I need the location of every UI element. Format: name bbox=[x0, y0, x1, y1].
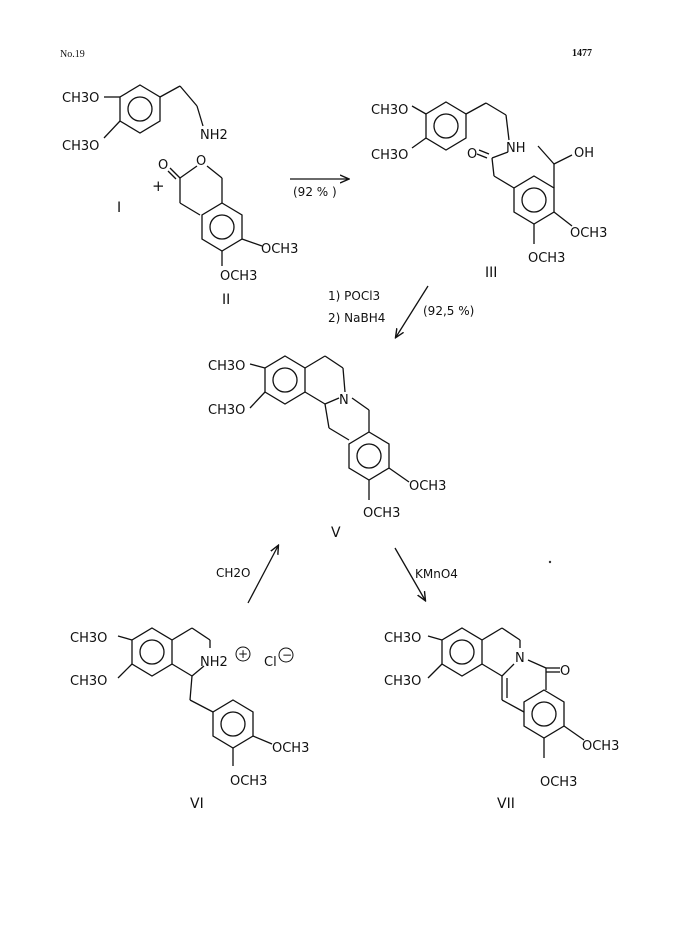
page-number: 1477 bbox=[572, 48, 592, 59]
compound-VII-group-5: OCH3 bbox=[582, 739, 619, 754]
compound-I-group-3: NH2 bbox=[200, 128, 228, 143]
step1-yield: (92 % ) bbox=[293, 185, 337, 199]
compound-VI-group-6: − bbox=[282, 648, 292, 662]
compound-VI-charge-minus-circle bbox=[278, 647, 294, 663]
compound-II-plus: + bbox=[152, 177, 165, 195]
compound-V-group-3: N bbox=[339, 393, 349, 408]
compound-V-group-1: CH3O bbox=[208, 359, 245, 374]
compound-VI-group-8: OCH3 bbox=[230, 774, 267, 789]
compound-VII-group-3: N bbox=[515, 651, 525, 666]
compound-I-group-1: CH3O bbox=[62, 91, 99, 106]
compound-III-group-5: OH bbox=[574, 146, 594, 161]
compound-III-roman: III bbox=[485, 265, 497, 281]
compound-II-group-1: O bbox=[158, 158, 168, 173]
compound-V-group-4: OCH3 bbox=[409, 479, 446, 494]
compound-III-group-3: O bbox=[467, 147, 477, 162]
compound-VII-group-4: O bbox=[560, 664, 570, 679]
compound-V-group-5: OCH3 bbox=[363, 506, 400, 521]
compound-I-roman: I bbox=[117, 200, 121, 216]
compound-VI-group-1: CH3O bbox=[70, 631, 107, 646]
compound-VII-group-1: CH3O bbox=[384, 631, 421, 646]
step2-yield: (92,5 %) bbox=[423, 304, 474, 318]
compound-VI bbox=[117, 627, 273, 766]
compound-VI-group-4: + bbox=[238, 647, 248, 661]
compound-VI-roman: VI bbox=[190, 796, 204, 812]
compound-V-group-2: CH3O bbox=[208, 403, 245, 418]
compound-V bbox=[249, 355, 410, 500]
compound-III-group-1: CH3O bbox=[371, 103, 408, 118]
compound-II-roman: II bbox=[222, 292, 230, 308]
print-speck bbox=[548, 560, 552, 564]
arrow-step3 bbox=[247, 546, 278, 604]
compound-VI-group-2: CH3O bbox=[70, 674, 107, 689]
compound-VII bbox=[427, 627, 585, 758]
compound-I-group-2: CH3O bbox=[62, 139, 99, 154]
step2-reagent-2: 2) NaBH4 bbox=[328, 311, 385, 325]
compound-VI-group-3: NH2 bbox=[200, 655, 228, 670]
compound-II bbox=[167, 165, 263, 266]
compound-II-group-4: OCH3 bbox=[220, 269, 257, 284]
journal-issue: No.19 bbox=[60, 49, 85, 60]
step2-reagent-1: 1) POCl3 bbox=[328, 289, 380, 303]
compound-I bbox=[103, 84, 204, 139]
compound-III-group-4: NH bbox=[506, 141, 526, 156]
step4-reagent: KMnO4 bbox=[415, 567, 458, 581]
compound-III-group-7: OCH3 bbox=[528, 251, 565, 266]
arrow-step4 bbox=[394, 547, 425, 600]
compound-V-roman: V bbox=[331, 525, 341, 541]
step3-reagent: CH2O bbox=[216, 566, 250, 580]
compound-VII-group-6: OCH3 bbox=[540, 775, 577, 790]
compound-III-group-6: OCH3 bbox=[570, 226, 607, 241]
arrow-step2 bbox=[396, 285, 429, 337]
compound-III-group-2: CH3O bbox=[371, 148, 408, 163]
compound-II-group-3: OCH3 bbox=[261, 242, 298, 257]
compound-VII-group-2: CH3O bbox=[384, 674, 421, 689]
compound-VI-charge-plus-circle bbox=[235, 646, 251, 662]
compound-III bbox=[411, 101, 573, 244]
compound-VI-group-5: Cl bbox=[264, 655, 277, 670]
compound-VI-group-7: OCH3 bbox=[272, 741, 309, 756]
compound-VII-roman: VII bbox=[497, 796, 515, 812]
compound-II-group-2: O bbox=[196, 154, 206, 169]
